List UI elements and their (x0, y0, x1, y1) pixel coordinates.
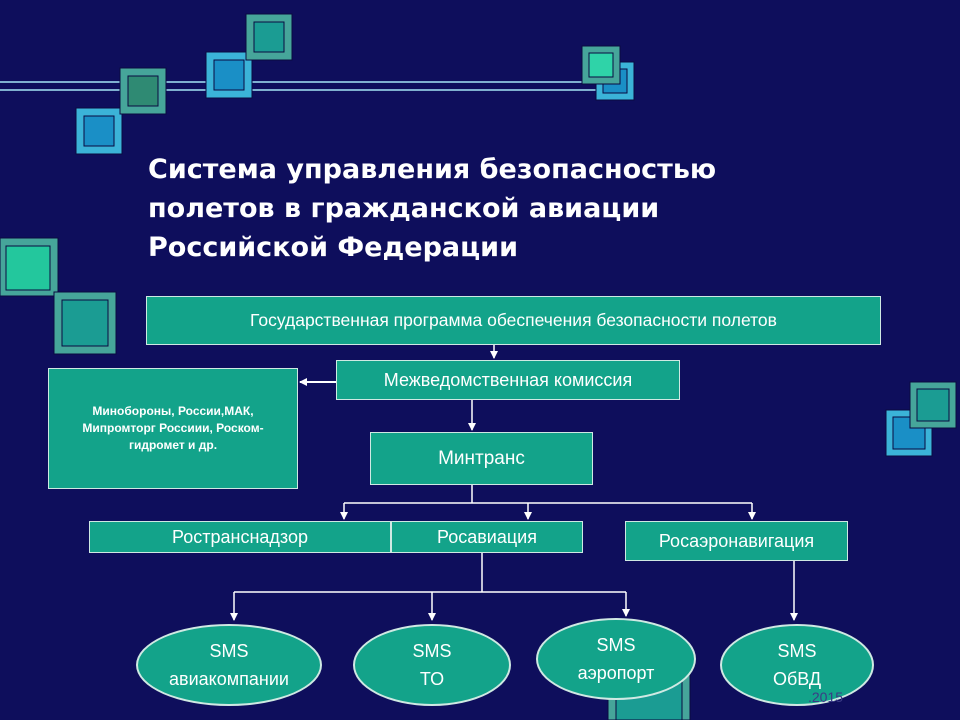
sms-maintenance-bottom: ТО (419, 669, 445, 689)
node-mintrans: Минтранс (370, 432, 593, 485)
title-line-2: полетов в гражданской авиации (148, 193, 660, 224)
node-rostransnadzor: Ространснадзор (89, 521, 391, 553)
sms-atm-oval: SMS ОбВД (720, 624, 874, 706)
node-state-program-label: Государственная программа обеспечения бе… (250, 310, 777, 330)
agencies-line-1: Минобороны, России,МАК, (92, 404, 254, 418)
sms-maintenance-oval: SMS ТО (353, 624, 511, 706)
agencies-line-3: гидромет и др. (128, 438, 218, 452)
title-line-1: Система управления безопасностью (148, 154, 717, 185)
title-line-3: Российской Федерации (148, 232, 518, 263)
sms-airline-bottom: авиакомпании (169, 669, 289, 689)
node-interagency-commission: Межведомственная комиссия (336, 360, 680, 400)
sms-airport-top: SMS (596, 635, 636, 655)
agencies-line-2: Мипромторг Россиии, Роском- (82, 421, 264, 435)
node-other-agencies: Минобороны, России,МАК, Мипромторг Росси… (48, 368, 298, 489)
sms-atm-top: SMS (777, 641, 817, 661)
sms-maintenance-top: SMS (412, 641, 452, 661)
footer-date: .2015 (808, 689, 844, 705)
node-rosaviatsia: Росавиация (391, 521, 583, 553)
node-mintrans-label: Минтранс (438, 447, 525, 469)
node-rosaeronavigatsia-label: Росаэронавигация (658, 530, 815, 551)
sms-airline-top: SMS (209, 641, 249, 661)
node-rosaeronavigatsia: Росаэронавигация (625, 521, 848, 561)
node-rosaviatsia-label: Росавиация (437, 526, 537, 547)
sms-airline-oval: SMS авиакомпании (136, 624, 322, 706)
node-rostransnadzor-label: Ространснадзор (172, 526, 308, 547)
slide-title: Система управления безопасностью полетов… (148, 150, 828, 267)
node-state-program: Государственная программа обеспечения бе… (146, 296, 881, 345)
node-interagency-commission-label: Межведомственная комиссия (383, 369, 633, 390)
sms-airport-bottom: аэропорт (577, 663, 655, 683)
sms-atm-bottom: ОбВД (772, 669, 822, 689)
sms-airport-oval: SMS аэропорт (536, 618, 696, 700)
